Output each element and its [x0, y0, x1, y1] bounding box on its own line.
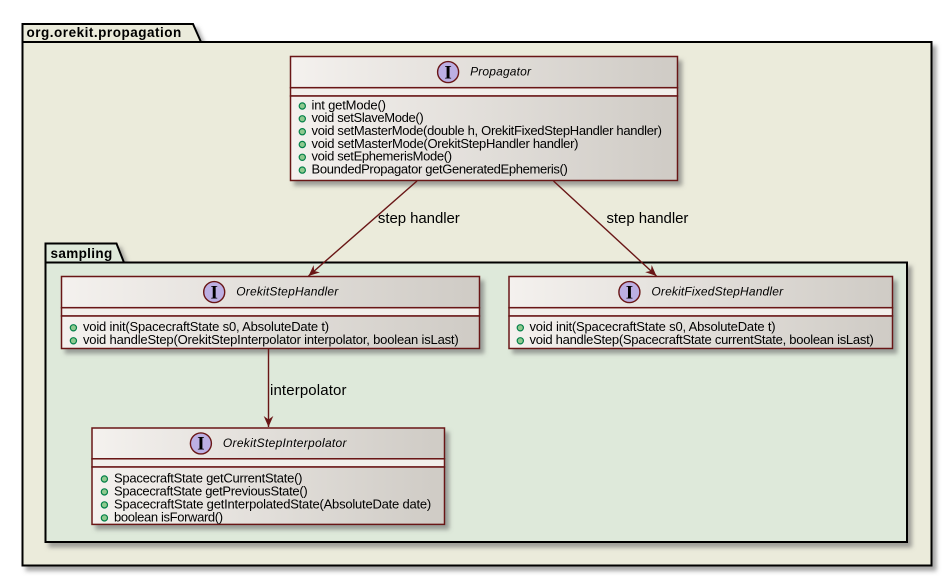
svg-text:void setSlaveMode(): void setSlaveMode(): [312, 110, 424, 125]
svg-text:void handleStep(OrekitStepInte: void handleStep(OrekitStepInterpolator i…: [83, 332, 459, 347]
svg-text:OrekitStepHandler: OrekitStepHandler: [236, 285, 339, 299]
svg-text:org.orekit.propagation: org.orekit.propagation: [27, 25, 182, 40]
svg-text:I: I: [444, 62, 451, 83]
svg-text:step handler: step handler: [378, 210, 460, 227]
svg-text:boolean isForward(): boolean isForward(): [114, 509, 223, 524]
svg-text:BoundedPropagator getGenerated: BoundedPropagator getGeneratedEphemeris(…: [312, 162, 568, 177]
svg-text:I: I: [626, 282, 633, 303]
svg-text:void init(SpacecraftState s0,: void init(SpacecraftState s0, AbsoluteDa…: [530, 319, 776, 334]
svg-text:I: I: [210, 282, 217, 303]
svg-text:interpolator: interpolator: [270, 382, 346, 399]
svg-text:step handler: step handler: [607, 210, 689, 227]
svg-text:void init(SpacecraftState s0,: void init(SpacecraftState s0, AbsoluteDa…: [83, 319, 329, 334]
svg-text:SpacecraftState getCurrentStat: SpacecraftState getCurrentState(): [114, 470, 303, 485]
svg-text:SpacecraftState getPreviousSta: SpacecraftState getPreviousState(): [114, 483, 308, 498]
svg-text:Propagator: Propagator: [470, 65, 532, 79]
svg-text:SpacecraftState getInterpolate: SpacecraftState getInterpolatedState(Abs…: [114, 496, 431, 511]
svg-text:I: I: [197, 434, 204, 455]
svg-text:sampling: sampling: [51, 246, 113, 261]
svg-text:void setMasterMode(double h, O: void setMasterMode(double h, OrekitFixed…: [312, 123, 663, 138]
svg-text:OrekitFixedStepHandler: OrekitFixedStepHandler: [651, 285, 784, 299]
svg-text:void setEphemerisMode(): void setEphemerisMode(): [312, 149, 453, 164]
svg-text:void handleStep(SpacecraftStat: void handleStep(SpacecraftState currentS…: [530, 332, 874, 347]
svg-text:int getMode(): int getMode(): [312, 97, 386, 112]
svg-text:OrekitStepInterpolator: OrekitStepInterpolator: [223, 436, 348, 450]
svg-text:void setMasterMode(OrekitStepH: void setMasterMode(OrekitStepHandler han…: [312, 136, 579, 151]
